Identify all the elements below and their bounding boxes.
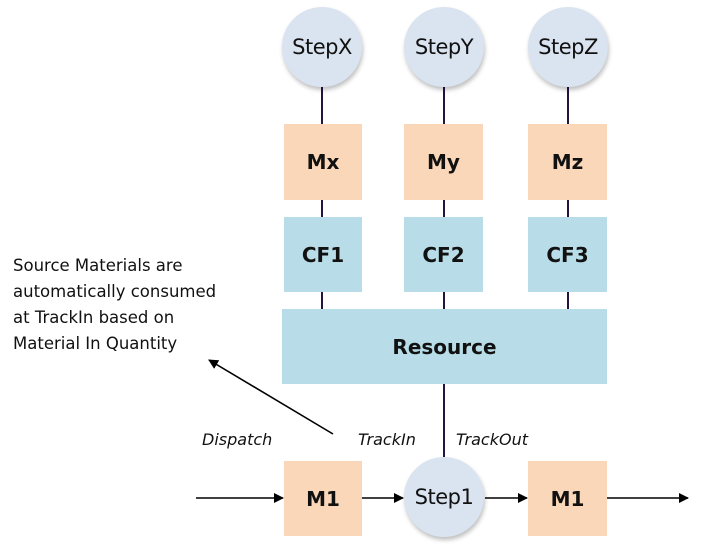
step-node-stepy: StepY (404, 7, 484, 87)
label-dispatch: Dispatch (202, 430, 273, 449)
material-box-my: My (404, 124, 483, 200)
material-box-m1-output: M1 (528, 461, 607, 536)
step-node-stepx: StepX (282, 7, 362, 87)
consumable-feed-cf1: CF1 (284, 217, 362, 292)
step-label: Step1 (414, 485, 474, 509)
cf-label: CF1 (301, 242, 345, 267)
material-label: My (427, 150, 460, 174)
material-box-mz: Mz (528, 124, 607, 200)
material-label: Mx (306, 150, 340, 174)
note-pointer-arrow (208, 359, 334, 435)
consumable-feed-cf3: CF3 (528, 217, 607, 292)
step-node-stepz: StepZ (528, 7, 608, 87)
step-label: StepX (292, 35, 352, 59)
step-node-step1: Step1 (404, 457, 484, 537)
note-text: Source Materials are automatically consu… (13, 256, 217, 353)
material-label: M1 (550, 486, 585, 511)
material-label: M1 (306, 486, 340, 511)
material-label: Mz (551, 150, 584, 174)
resource-box: Resource (282, 309, 607, 384)
step-label: StepZ (538, 35, 598, 59)
cf-label: CF3 (546, 242, 589, 267)
step-label: StepY (414, 35, 474, 59)
label-trackin: TrackIn (358, 430, 416, 449)
label-trackout: TrackOut (456, 430, 528, 449)
cf-label: CF2 (422, 242, 465, 267)
consumable-feed-cf2: CF2 (404, 217, 483, 292)
material-box-mx: Mx (284, 124, 362, 200)
resource-label: Resource (392, 334, 497, 359)
material-box-m1-input: M1 (284, 461, 362, 536)
